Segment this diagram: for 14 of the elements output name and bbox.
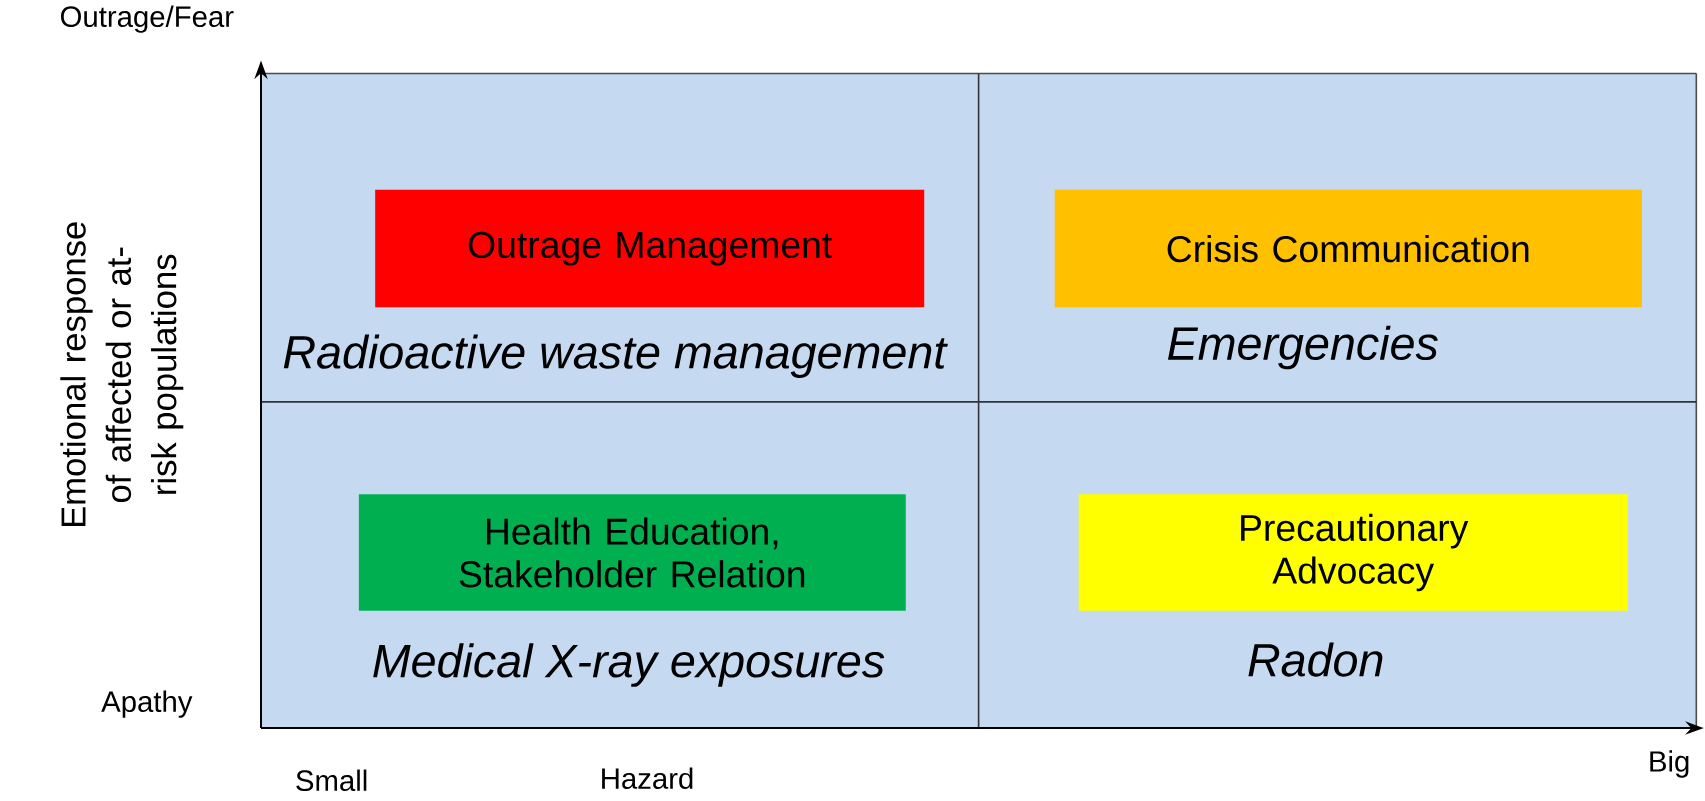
axis-label: Hazard (602, 767, 693, 789)
example-text: Emergencies (1168, 325, 1438, 370)
axis-label: Small (296, 769, 367, 792)
example-text: Medical X-ray exposures (373, 643, 885, 687)
quadrant-box: Precautionary Advocacy (1078, 494, 1628, 611)
quadrant-box: Outrage Management (375, 189, 925, 308)
example-text: Radon (1248, 642, 1383, 677)
quadrant-box: Crisis Communication (1054, 189, 1642, 308)
axis-label: Apathy (101, 690, 193, 718)
axis-title: Emotional response of affected or at-risk populations (60, 222, 184, 527)
axis-label: Big (1650, 750, 1689, 778)
axis-label: Outrage/Fear (60, 5, 234, 33)
example-text: Radioactive waste management (283, 334, 948, 379)
quadrant-box: Health Education, Stakeholder Relation (358, 494, 906, 611)
